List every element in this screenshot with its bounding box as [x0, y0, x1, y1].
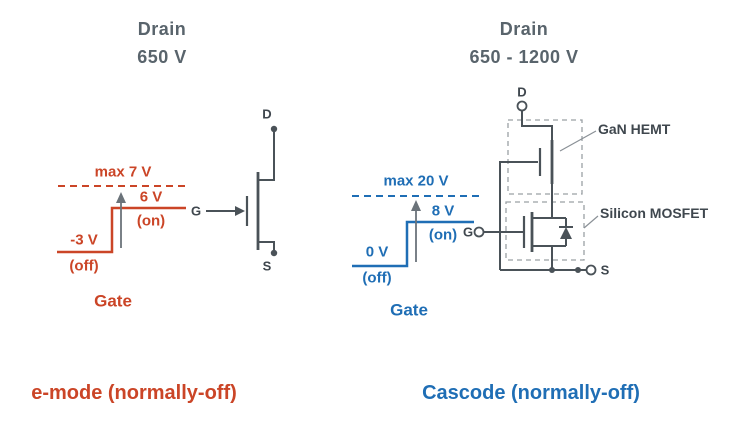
gan-pointer-line	[559, 130, 597, 152]
right-off-state: (off)	[362, 269, 392, 287]
junction-dot	[549, 267, 555, 273]
gan-hemt-annotation: GaN HEMT	[598, 121, 671, 137]
left-turnon-arrow	[116, 192, 126, 248]
right-off-value: 0 V	[365, 243, 389, 261]
left-on-state: (on)	[136, 212, 166, 230]
left-gate-waveform	[57, 185, 188, 254]
right-pin-s: S	[600, 262, 610, 278]
right-drain-title: Drain	[499, 19, 549, 39]
drain-terminal	[516, 100, 528, 112]
source-dot	[270, 249, 278, 257]
left-pin-s: S	[262, 258, 272, 274]
right-turnon-arrow	[411, 200, 421, 262]
left-off-value: -3 V	[70, 231, 98, 249]
right-on-state: (on)	[428, 226, 458, 244]
left-max-label: max 7 V	[94, 163, 152, 181]
drain-dot	[270, 125, 278, 133]
gate-terminal	[473, 226, 485, 238]
left-drain-voltage: 650 V	[137, 47, 187, 67]
right-pin-d: D	[517, 84, 527, 100]
silicon-mosfet-annotation: Silicon MOSFET	[600, 205, 709, 221]
left-pin-g: G	[190, 203, 202, 219]
bypass-wire	[499, 161, 518, 270]
right-max-label: max 20 V	[383, 172, 449, 190]
left-caption: e-mode (normally-off)	[31, 382, 237, 404]
source-node-dot	[575, 267, 581, 273]
left-transistor-symbol	[206, 125, 278, 257]
left-drain-title: Drain	[137, 19, 187, 39]
body-diode	[559, 218, 573, 246]
left-on-value: 6 V	[139, 188, 163, 206]
right-gate-axis-label: Gate	[390, 300, 428, 320]
left-gate-axis-label: Gate	[94, 291, 132, 311]
mosfet-pointer-line	[583, 215, 599, 229]
right-pin-g: G	[462, 224, 474, 240]
left-step-signal	[57, 206, 186, 254]
cascode-circuit	[473, 100, 599, 276]
left-off-state: (off)	[69, 257, 99, 275]
right-on-value: 8 V	[431, 202, 455, 220]
gan-hemt-box	[507, 119, 583, 195]
gate-arrow	[235, 206, 245, 216]
right-step-signal	[352, 220, 474, 268]
source-terminal	[585, 264, 597, 276]
right-caption: Cascode (normally-off)	[422, 382, 640, 404]
left-pin-d: D	[262, 106, 272, 122]
right-drain-voltage: 650 - 1200 V	[469, 47, 579, 67]
right-gate-waveform	[352, 195, 482, 268]
